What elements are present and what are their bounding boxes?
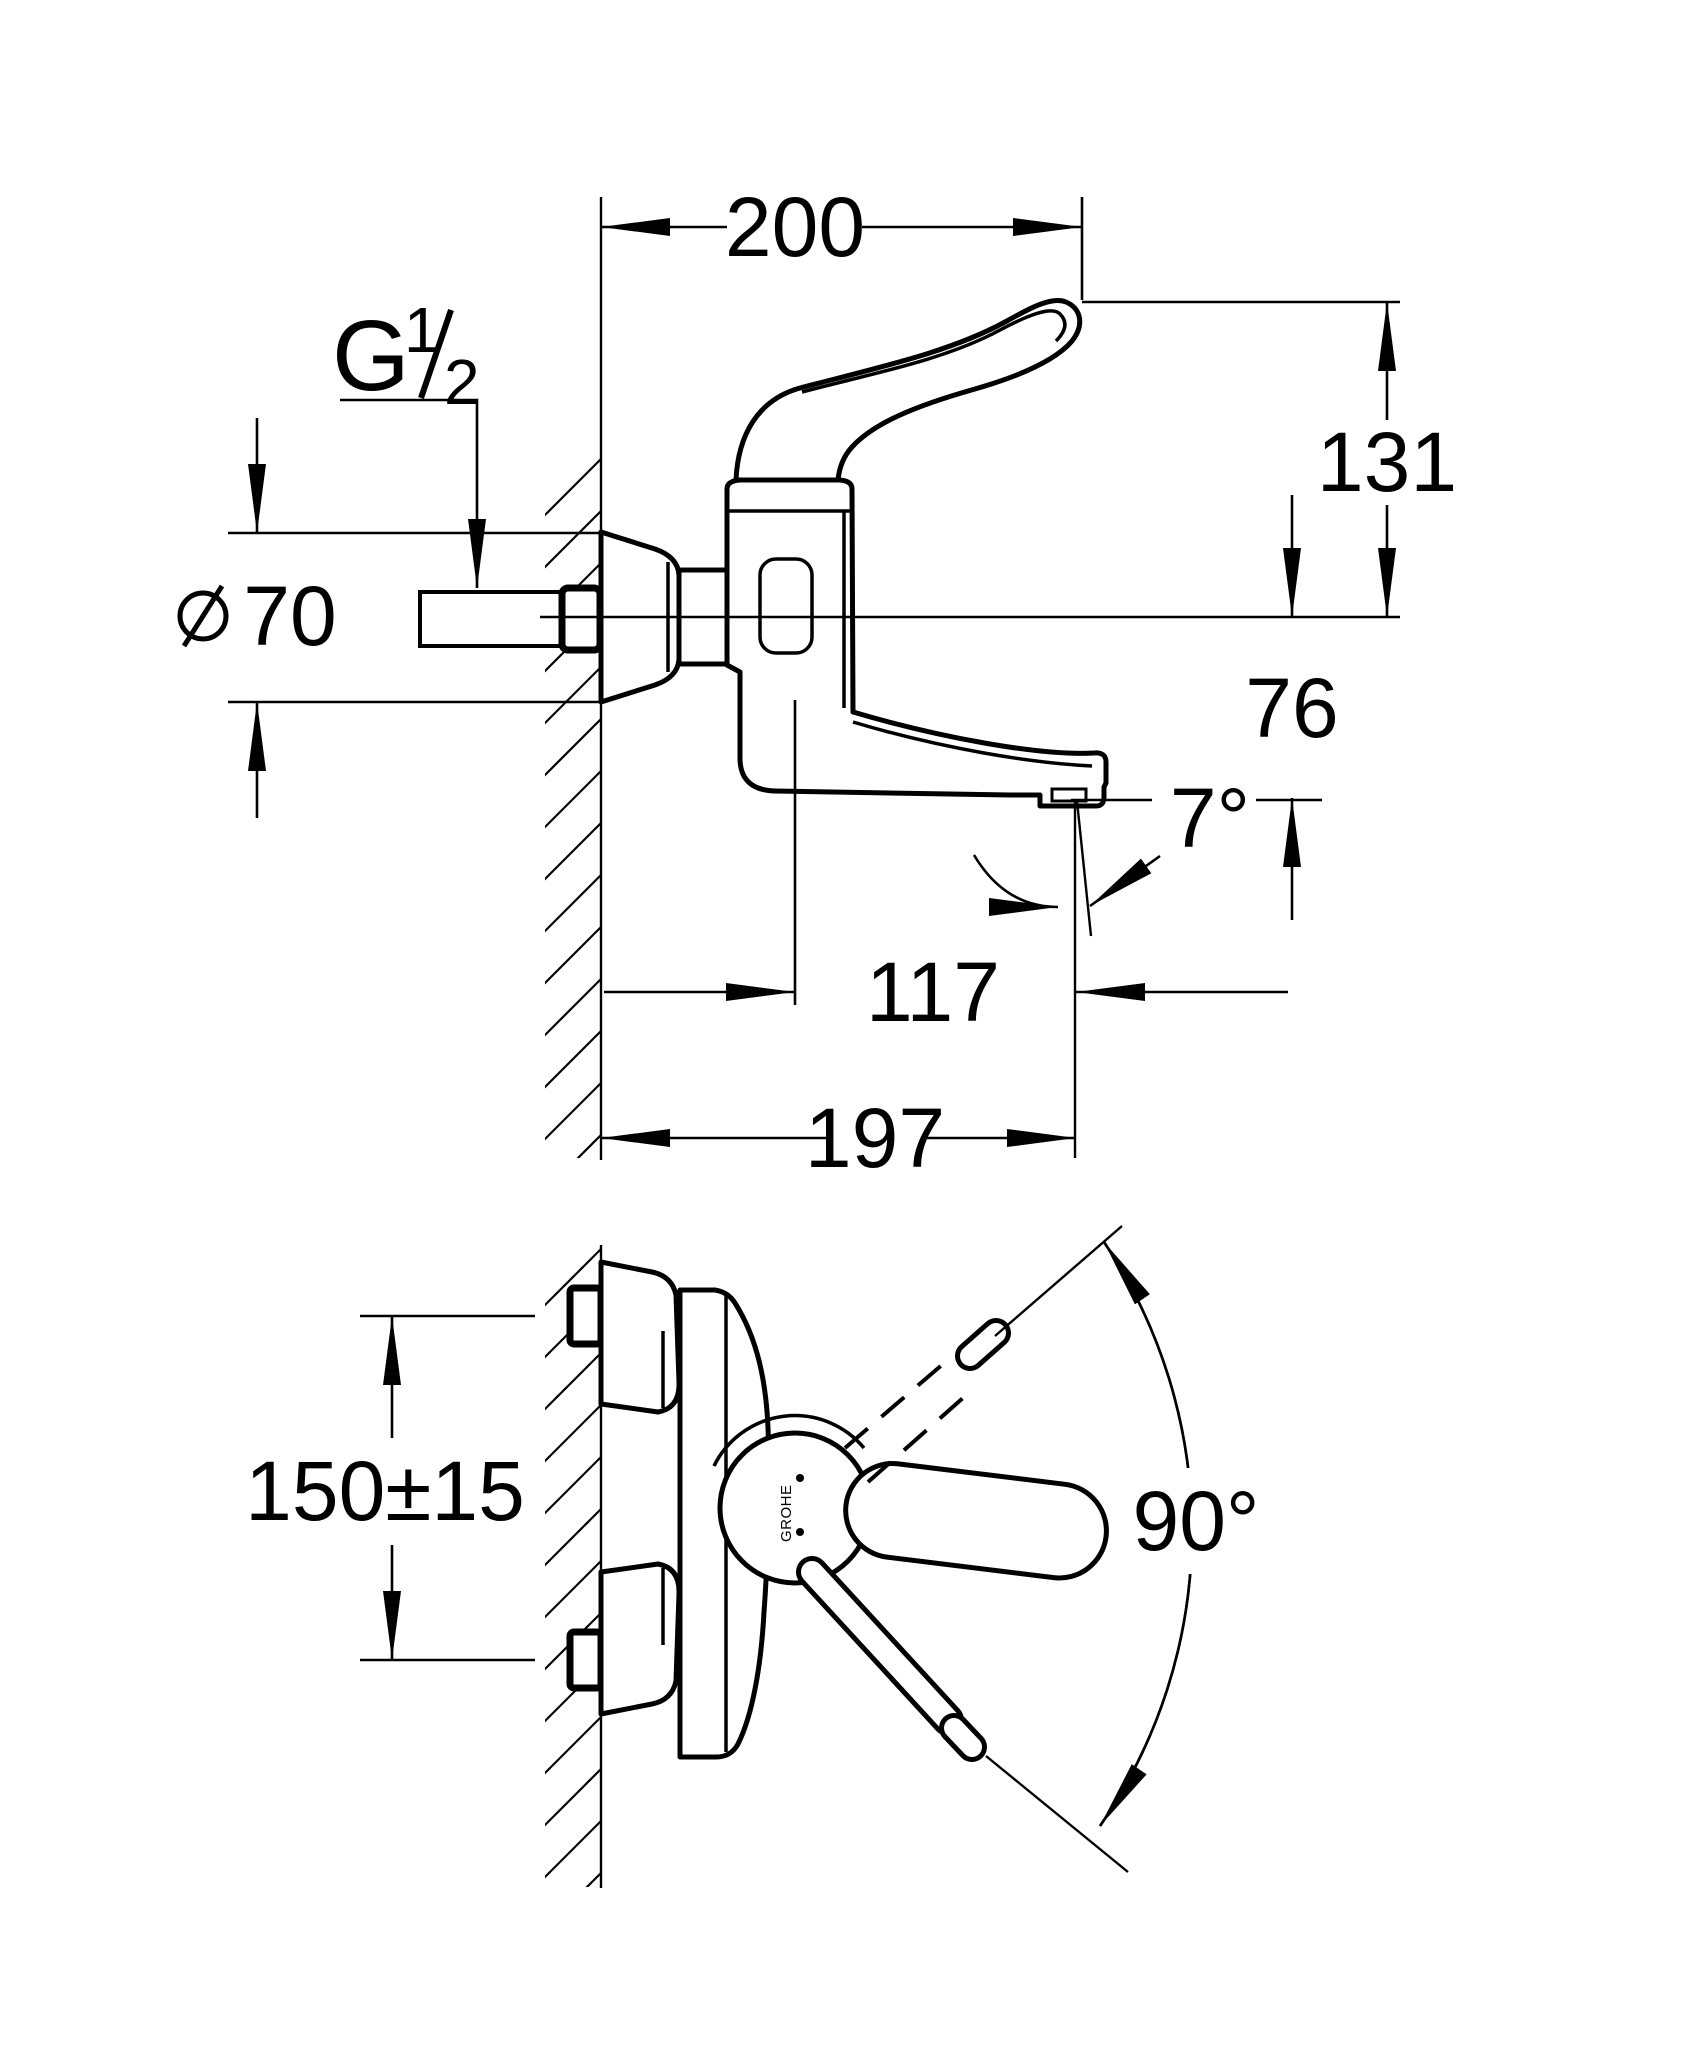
union-nut	[558, 584, 604, 654]
dim-131-label: 131	[1317, 415, 1457, 509]
lever-side-inner	[801, 309, 1067, 394]
front-view: GROHE 90°	[245, 1225, 1268, 1888]
stream-tilted	[1075, 800, 1093, 937]
dim-70-label: 70	[243, 569, 336, 663]
thread-label: G 1 2	[332, 294, 486, 588]
dim-150-label: 150±15	[245, 1444, 525, 1538]
dim-76-label: 76	[1245, 661, 1338, 755]
swing-ray-top	[994, 1225, 1123, 1337]
dim-117: 117	[604, 700, 1288, 1039]
dome-outer-arc	[712, 1413, 866, 1467]
diameter-symbol	[177, 584, 229, 648]
lever-side	[733, 297, 1083, 483]
dim-197: 197	[601, 1091, 1076, 1185]
escutcheon-front-top	[598, 1259, 682, 1415]
lever-front	[843, 1460, 1109, 1581]
spray-angle-arc	[972, 854, 1059, 916]
dim-diameter-70: 70	[177, 418, 599, 818]
thread-fraction-slash	[418, 309, 454, 399]
escutcheon-front-bottom	[598, 1561, 682, 1717]
dim-200-label: 200	[725, 180, 865, 274]
dim-200: 200	[601, 180, 1084, 300]
supply-stub-top	[566, 1284, 605, 1348]
dome-dot-bottom	[796, 1528, 804, 1536]
dim-7deg-label: 7°	[1170, 771, 1250, 865]
cartridge-detail	[758, 557, 814, 655]
thread-denominator: 2	[444, 346, 480, 418]
swing-ray-bottom	[985, 1755, 1129, 1873]
dim-197-label: 197	[805, 1091, 945, 1185]
aerator	[1050, 787, 1088, 803]
dim-150: 150±15	[245, 1314, 535, 1662]
dim-131: 131	[1082, 300, 1457, 617]
supply-pipe	[418, 590, 570, 648]
dim-76: 76	[1245, 495, 1339, 920]
lever-rotated-dashed	[843, 1318, 1011, 1484]
spray-annotation: 7°	[972, 771, 1322, 1158]
lever-tail	[796, 1556, 987, 1762]
dim-90deg-label: 90°	[1132, 1474, 1259, 1568]
dim-90deg: 90°	[985, 1225, 1268, 1873]
spout-top-line	[852, 720, 1093, 768]
thread-prefix: G	[332, 300, 410, 412]
mixer-body-side	[724, 477, 1109, 809]
supply-stub-bottom	[566, 1628, 605, 1692]
side-view: 200 131 76 70	[177, 180, 1457, 1185]
dome-dot-top	[796, 1474, 804, 1482]
dim-117-label: 117	[866, 945, 1000, 1039]
brand-logo: GROHE	[778, 1484, 795, 1542]
